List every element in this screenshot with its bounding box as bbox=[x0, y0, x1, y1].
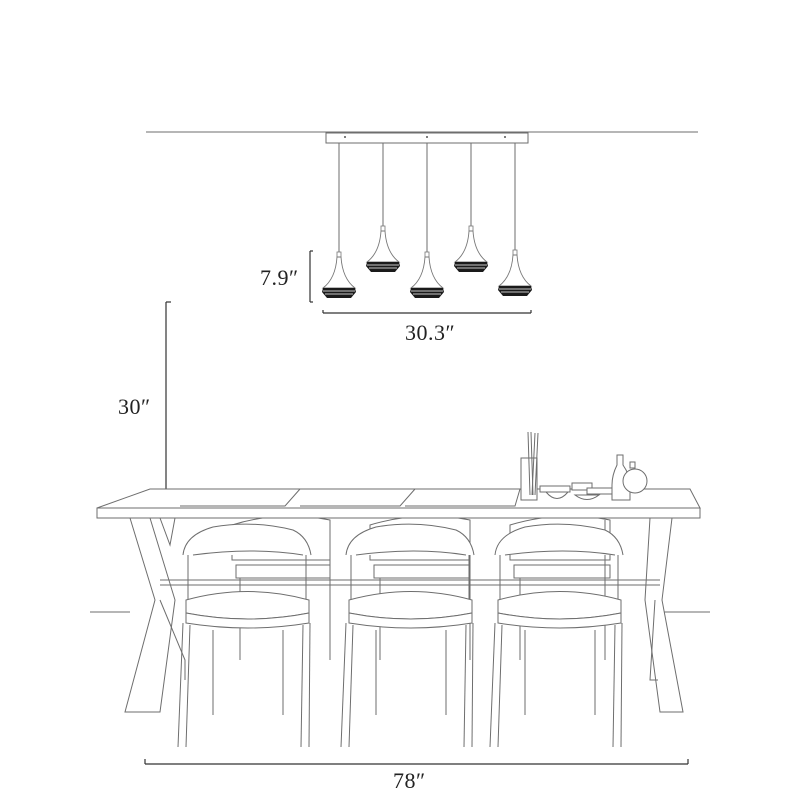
pendant-shade-3 bbox=[409, 251, 445, 299]
hang-height-dimension-line bbox=[165, 301, 171, 509]
pendant-shade-1 bbox=[321, 251, 357, 299]
table-length-label: 78″ bbox=[393, 768, 426, 793]
table-length-dimension-line bbox=[144, 759, 689, 765]
pendant-height-label: 7.9″ bbox=[260, 265, 299, 290]
pendant-shade-2 bbox=[365, 225, 401, 273]
pendant-shade-4 bbox=[453, 225, 489, 273]
hang-height-label: 30″ bbox=[118, 394, 151, 419]
pendant-height-dimension-line bbox=[309, 250, 313, 303]
tableware bbox=[520, 431, 648, 501]
pendant-shade-5 bbox=[497, 249, 533, 297]
chandelier-width-dimension-line bbox=[322, 310, 532, 314]
canopy-bar bbox=[325, 132, 529, 144]
pendant-cords bbox=[338, 143, 516, 252]
chandelier-width-label: 30.3″ bbox=[405, 320, 456, 345]
